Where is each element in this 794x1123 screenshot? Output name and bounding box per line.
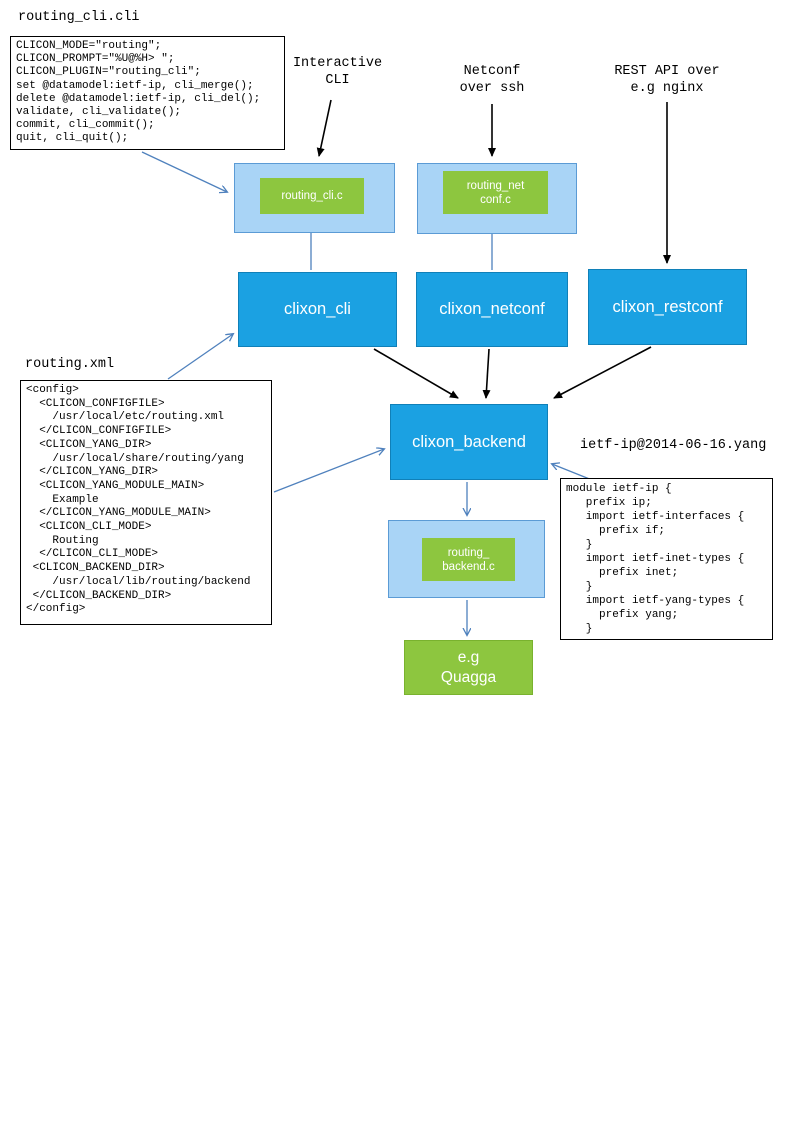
plugin-container-backend: routing_ backend.c	[388, 520, 545, 598]
code-routing-xml: <config> <CLICON_CONFIGFILE> /usr/local/…	[20, 380, 272, 625]
title-routing-xml-file: routing.xml	[25, 357, 115, 372]
plugin-file-routing-backend-c: routing_ backend.c	[422, 538, 515, 581]
arrow-clixon-restconf-to-backend	[553, 346, 652, 399]
arrow-cli-spec-to-cli-plugin	[141, 151, 227, 192]
plugin-container-netconf: routing_net conf.c	[417, 163, 577, 234]
plugin-file-routing-cli-c: routing_cli.c	[260, 178, 364, 214]
code-routing-cli: CLICON_MODE="routing"; CLICON_PROMPT="%U…	[10, 36, 285, 150]
title-routing-cli-file: routing_cli.cli	[18, 10, 140, 25]
plugin-container-cli: routing_cli.c	[234, 163, 395, 233]
arrow-interactive-cli-to-cli-plugin	[316, 99, 332, 157]
annotation-rest-api: REST API over e.g nginx	[614, 64, 720, 96]
plugin-file-routing-netconf-c: routing_net conf.c	[443, 171, 548, 214]
node-clixon-backend: clixon_backend	[390, 404, 548, 480]
arrow-clixon-netconf-to-backend	[482, 348, 491, 399]
annotation-netconf-over-ssh: Netconf over ssh	[459, 64, 525, 96]
arrow-clixon-cli-to-backend	[373, 348, 459, 399]
title-yang-file: ietf-ip@2014-06-16.yang	[580, 438, 767, 453]
arrow-routing-xml-to-clixon-cli	[167, 334, 233, 380]
node-clixon-restconf: clixon_restconf	[588, 269, 747, 345]
node-clixon-netconf: clixon_netconf	[416, 272, 568, 347]
arrow-routing-xml-to-backend	[273, 449, 384, 493]
node-quagga: e.g Quagga	[404, 640, 533, 695]
annotation-interactive-cli: Interactive CLI	[292, 56, 383, 88]
node-clixon-cli: clixon_cli	[238, 272, 397, 347]
code-ietf-yang: module ietf-ip { prefix ip; import ietf-…	[560, 478, 773, 640]
